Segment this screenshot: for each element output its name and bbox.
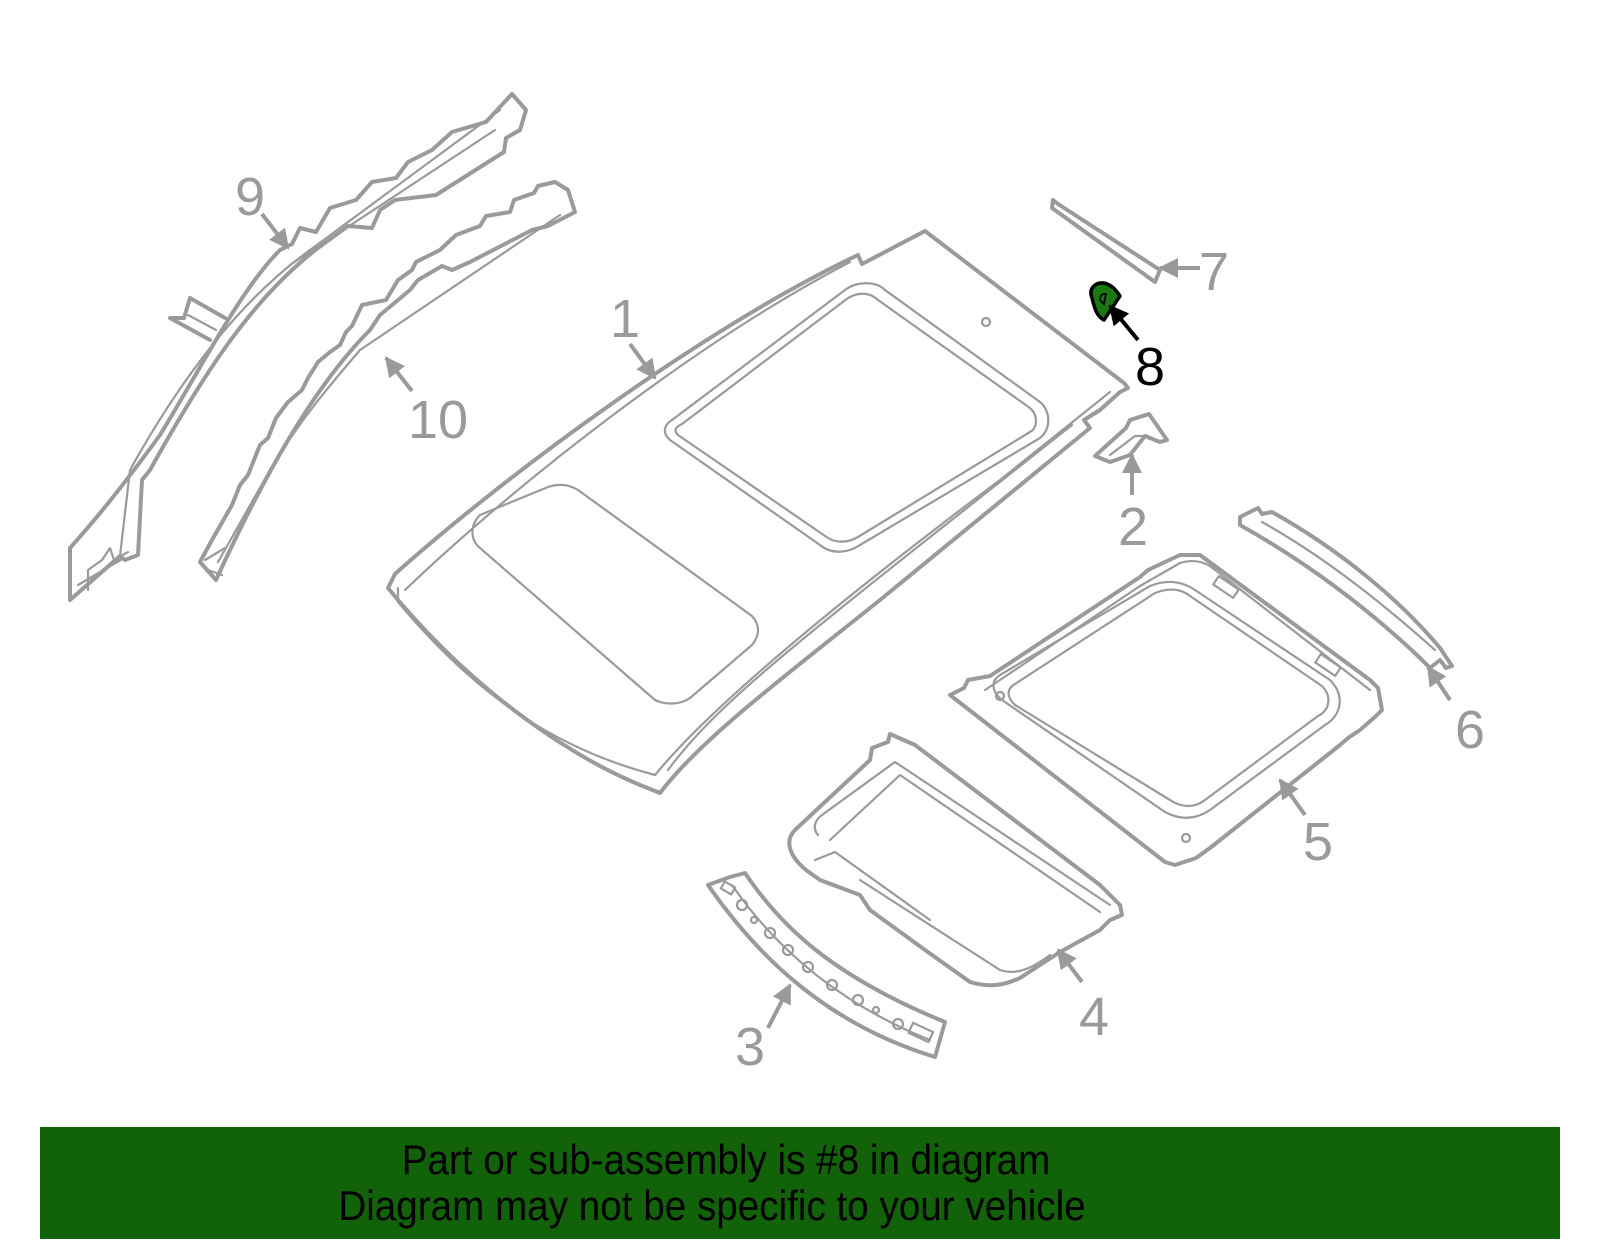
callout-number-5[interactable]: 5	[1302, 812, 1334, 872]
part-1-roof-panel[interactable]	[386, 229, 1130, 795]
part-5-reinforcement-frame[interactable]	[948, 553, 1384, 867]
callout-number-8-highlighted[interactable]: 8	[1134, 337, 1166, 397]
callout-number-10[interactable]: 10	[407, 390, 469, 450]
callout-number-3[interactable]: 3	[734, 1017, 766, 1077]
banner-disclaimer: Diagram may not be specific to your vehi…	[338, 1182, 1086, 1229]
part-10-inner-side-rail[interactable]	[198, 180, 577, 582]
part-9-outer-side-rail[interactable]	[68, 92, 528, 602]
callout-number-7[interactable]: 7	[1198, 242, 1230, 302]
part-8-plug-highlighted[interactable]	[1089, 281, 1122, 322]
part-2-bracket[interactable]	[1093, 412, 1169, 464]
callout-number-9[interactable]: 9	[234, 167, 266, 227]
callout-arrows	[260, 212, 1452, 1029]
banner-part-info: Part or sub-assembly is #8 in diagram	[401, 1136, 1051, 1183]
part-6-rear-roof-rail[interactable]	[1238, 506, 1454, 670]
info-banner: Part or sub-assembly is #8 in diagram Di…	[40, 1127, 1560, 1239]
part-4-sunroof-frame[interactable]	[787, 732, 1124, 988]
callout-number-4[interactable]: 4	[1078, 987, 1110, 1047]
callout-number-6[interactable]: 6	[1454, 700, 1486, 760]
callout-number-2[interactable]: 2	[1117, 497, 1149, 557]
part-7-molding-strip[interactable]	[1050, 198, 1162, 284]
part-3-front-roof-rail[interactable]	[706, 871, 947, 1059]
callout-number-1[interactable]: 1	[609, 289, 641, 349]
